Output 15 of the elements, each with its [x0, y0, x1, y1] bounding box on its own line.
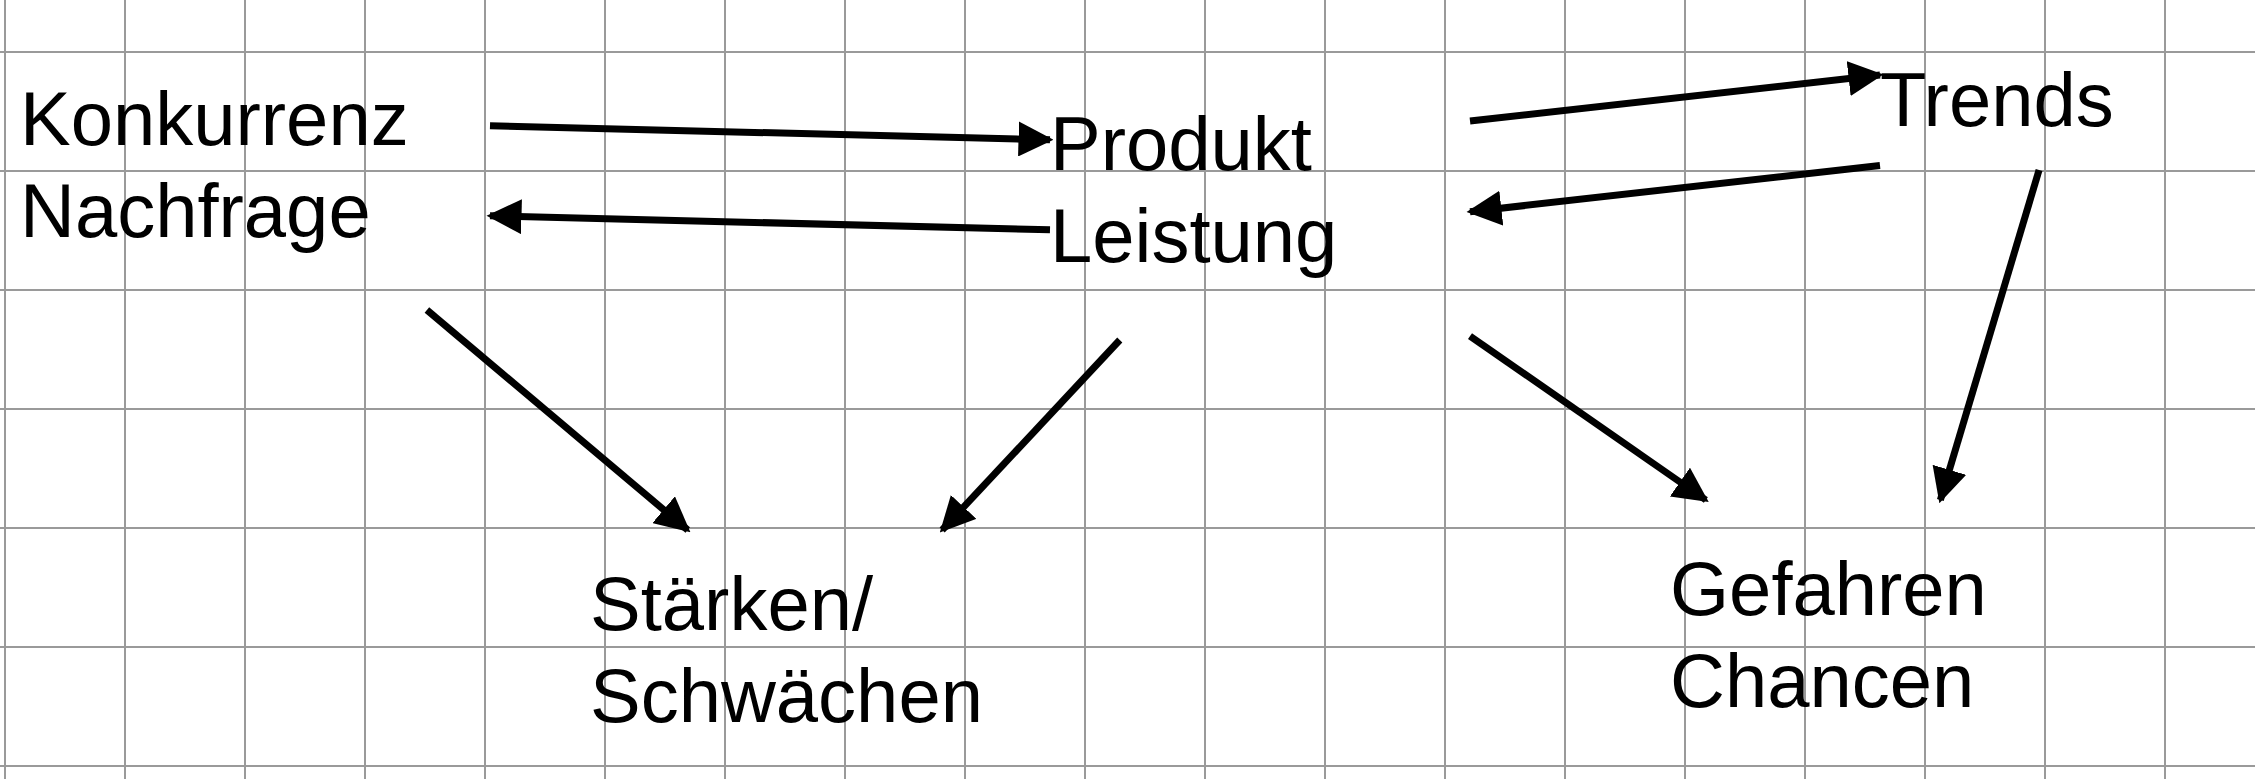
- arrow: [1468, 333, 1709, 503]
- arrow: [424, 307, 691, 533]
- arrow: [1466, 162, 1881, 226]
- arrow: [939, 337, 1123, 533]
- arrow: [1932, 169, 2043, 504]
- arrow: [489, 121, 1054, 157]
- handwritten-label: Schwächen: [590, 658, 983, 734]
- handwritten-label: Stärken/: [590, 566, 874, 642]
- handwritten-label: Trends: [1880, 62, 2114, 138]
- handwritten-label: Konkurrenz: [20, 81, 409, 157]
- handwritten-label: Produkt: [1050, 106, 1312, 182]
- handwritten-label: Chancen: [1670, 643, 1975, 719]
- arrow: [1469, 61, 1884, 125]
- handwritten-label: Gefahren: [1670, 551, 1987, 627]
- arrow: [486, 199, 1051, 235]
